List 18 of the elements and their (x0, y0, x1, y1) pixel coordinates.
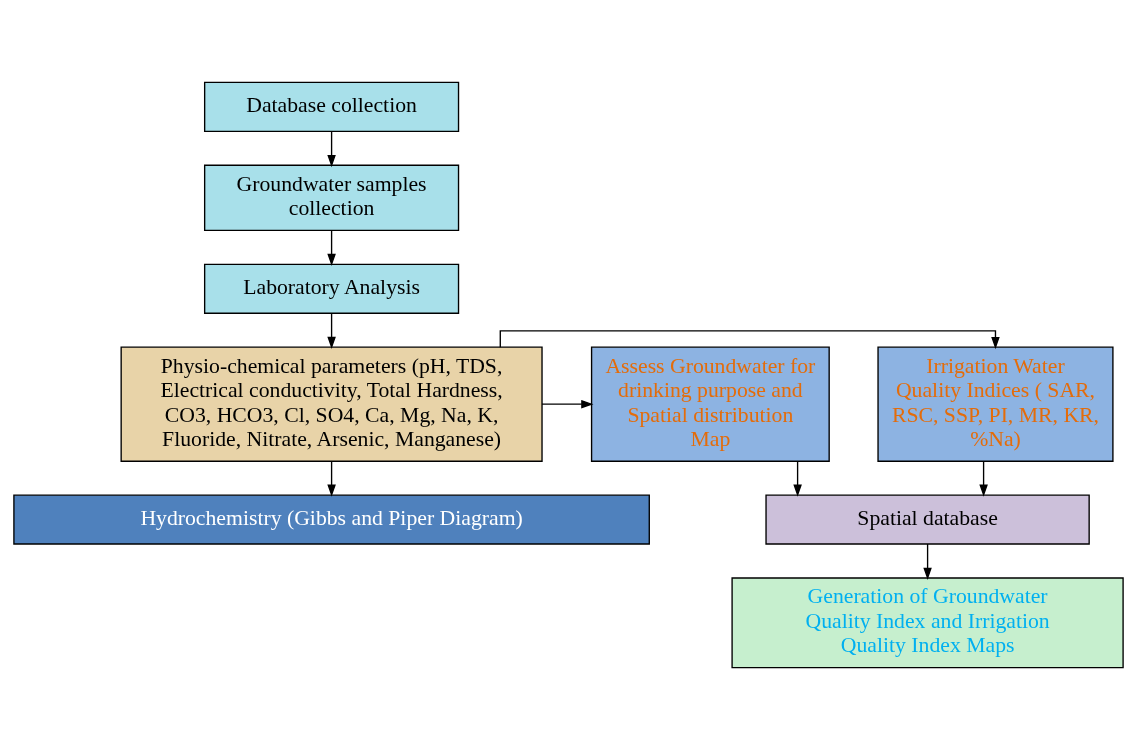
node-box: Spatial database (765, 494, 1090, 545)
node-box: Generation of Groundwater Quality Index and Irrigation Quality Index Maps (731, 577, 1124, 669)
node-box: Laboratory Analysis (203, 263, 460, 314)
node-box: Database collection (203, 81, 460, 132)
arrow (923, 543, 932, 580)
node-box: Groundwater samples collection (203, 164, 460, 232)
arrow (327, 460, 336, 497)
arrow (979, 460, 988, 497)
arrow (541, 399, 594, 409)
arrow (327, 230, 336, 267)
arrow (327, 131, 336, 168)
arrow (793, 460, 802, 497)
arrow (499, 330, 1000, 350)
arrow (327, 312, 336, 350)
node-box: Physio-chemical parameters (pH, TDS, Electrical conductivity, Total Hardness, CO3, HCO3, Cl, SO4, Ca, Mg, Na, K, Fluoride, Nitrate, Arsenic, Manganese) (120, 346, 543, 462)
node-box: Assess Groundwater for drinking purpose and Spatial distribution Map (590, 346, 830, 462)
node-box: Irrigation Water Quality Indices ( SAR, RSC, SSP, PI, MR, KR, %Na) (877, 346, 1114, 462)
node-box: Hydrochemistry (Gibbs and Piper Diagram) (13, 494, 650, 545)
